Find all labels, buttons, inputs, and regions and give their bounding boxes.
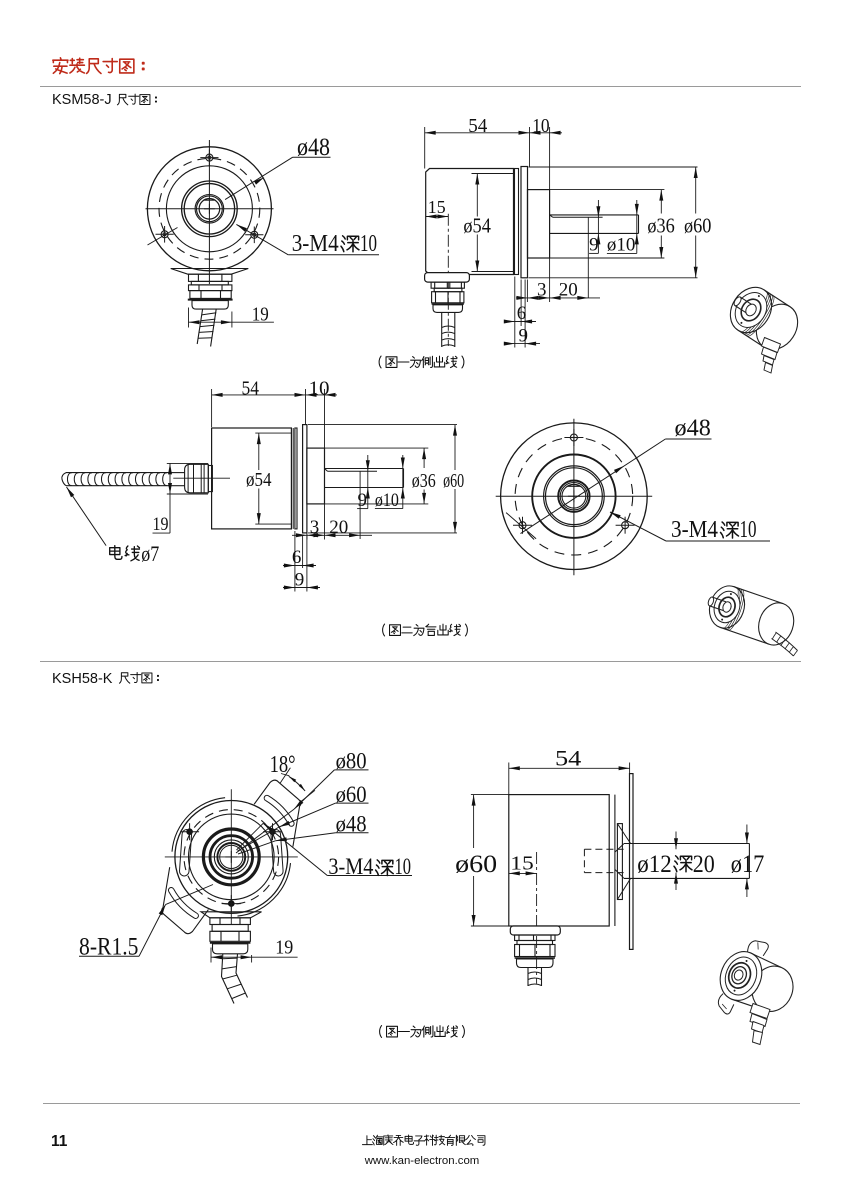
svg-text:54: 54 <box>242 378 260 400</box>
svg-text:9: 9 <box>589 234 599 255</box>
svg-text:ø80: ø80 <box>336 749 367 774</box>
svg-text:ø10: ø10 <box>607 234 636 255</box>
svg-text:ø60: ø60 <box>684 213 711 237</box>
svg-text:ø60: ø60 <box>455 851 497 878</box>
svg-text:15: 15 <box>428 197 446 217</box>
svg-text:ø48: ø48 <box>297 134 330 161</box>
svg-text:10: 10 <box>532 115 549 137</box>
svg-text:ø48: ø48 <box>336 812 367 837</box>
svg-text:KSM58-J: KSM58-J <box>52 92 112 108</box>
svg-text:ø54: ø54 <box>463 213 491 237</box>
svg-text:ø36: ø36 <box>412 470 436 492</box>
svg-text:ø60: ø60 <box>443 470 464 492</box>
svg-text:9: 9 <box>519 325 529 346</box>
svg-text:20: 20 <box>693 851 715 878</box>
svg-text:ø54: ø54 <box>246 469 272 491</box>
svg-text:11: 11 <box>51 1133 68 1150</box>
svg-text:3: 3 <box>310 517 320 538</box>
svg-text:KSH58-K: KSH58-K <box>52 671 113 687</box>
svg-text:3: 3 <box>537 280 547 301</box>
svg-text:9: 9 <box>358 490 368 511</box>
svg-text:54: 54 <box>468 115 487 137</box>
svg-text:ø60: ø60 <box>336 782 367 807</box>
svg-text:19: 19 <box>252 303 269 325</box>
svg-text:9: 9 <box>295 570 305 591</box>
svg-text:ø10: ø10 <box>375 490 399 511</box>
svg-text:15: 15 <box>510 853 534 875</box>
svg-text:6: 6 <box>292 547 302 568</box>
svg-text:10: 10 <box>360 231 377 257</box>
svg-text:20: 20 <box>559 280 578 301</box>
svg-text:3-M4: 3-M4 <box>671 517 718 543</box>
svg-text:10: 10 <box>740 517 757 543</box>
svg-text:ø17: ø17 <box>731 851 765 878</box>
svg-text:19: 19 <box>153 514 169 535</box>
svg-text:10: 10 <box>395 854 412 879</box>
svg-text:ø36: ø36 <box>647 213 674 237</box>
svg-text:20: 20 <box>329 517 348 538</box>
svg-text:3-M4: 3-M4 <box>328 854 373 879</box>
svg-text:www.kan-electron.com: www.kan-electron.com <box>364 1155 480 1167</box>
svg-text:ø7: ø7 <box>141 541 159 566</box>
svg-text:8-R1.5: 8-R1.5 <box>79 933 139 960</box>
svg-text:ø12: ø12 <box>637 851 672 878</box>
svg-text:ø48: ø48 <box>675 415 711 442</box>
svg-text:19: 19 <box>275 937 293 959</box>
svg-text:54: 54 <box>555 746 581 771</box>
svg-text:6: 6 <box>517 303 527 324</box>
svg-text:3-M4: 3-M4 <box>292 231 339 257</box>
svg-text:10: 10 <box>309 378 330 400</box>
